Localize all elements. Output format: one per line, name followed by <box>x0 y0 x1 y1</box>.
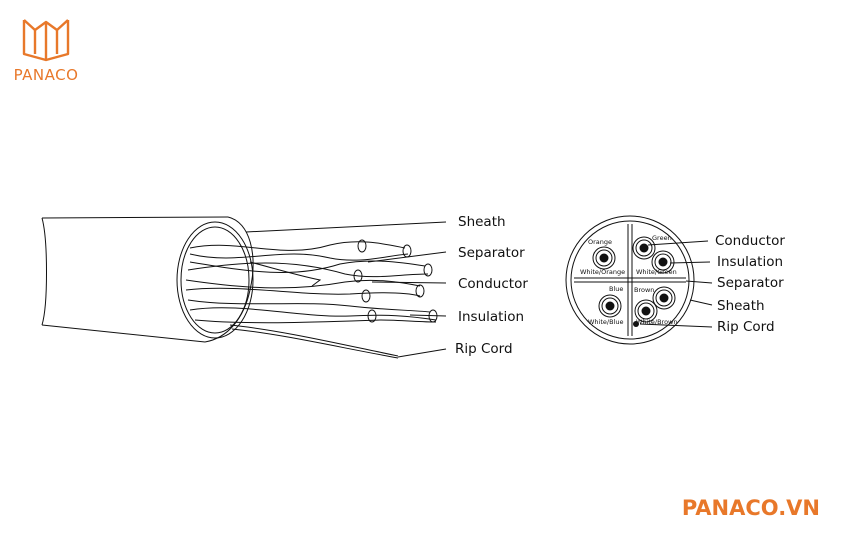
wire-white-green <box>651 250 675 274</box>
panaco-logo: PANACO <box>14 19 79 84</box>
xs-label-sheath: Sheath <box>717 298 765 314</box>
xs-label-separator: Separator <box>717 275 784 291</box>
wire-label-brown: Brown <box>634 286 654 294</box>
wire-label-orange: Orange <box>588 238 612 246</box>
wire-label-white-orange: White/Orange <box>580 268 625 276</box>
label-separator: Separator <box>458 245 525 261</box>
wire-label-white-blue: White/Blue <box>588 318 623 326</box>
cable-cross-section: Orange White/Orange Green White/Green Bl… <box>565 215 785 345</box>
book-icon <box>22 19 70 62</box>
label-rip-cord: Rip Cord <box>455 341 513 357</box>
xs-label-insulation: Insulation <box>717 254 783 270</box>
cable-side-view: Sheath Separator Conductor Insulation Ri… <box>41 214 528 359</box>
wire-brown <box>652 286 676 310</box>
xs-label-rip-cord: Rip Cord <box>717 319 775 335</box>
site-name: PANACO.VN <box>682 496 820 520</box>
wire-white-brown <box>634 299 658 323</box>
wire-green <box>632 236 656 260</box>
label-insulation: Insulation <box>458 309 524 325</box>
wire-label-blue: Blue <box>609 285 623 293</box>
rip-cord-dot <box>633 321 639 327</box>
wire-label-white-green: White/Green <box>636 268 677 276</box>
label-conductor: Conductor <box>458 276 528 292</box>
wire-white-orange <box>592 246 616 270</box>
xs-label-conductor: Conductor <box>715 233 785 249</box>
wire-label-white-brown: White/Brown <box>636 318 678 326</box>
rip-cord-line <box>229 324 399 357</box>
logo-text: PANACO <box>14 66 79 84</box>
wire-label-green: Green <box>652 234 672 242</box>
label-sheath: Sheath <box>458 214 506 230</box>
separator-line <box>249 261 322 287</box>
wire-blue <box>598 294 622 318</box>
conductor-ends <box>353 239 438 323</box>
